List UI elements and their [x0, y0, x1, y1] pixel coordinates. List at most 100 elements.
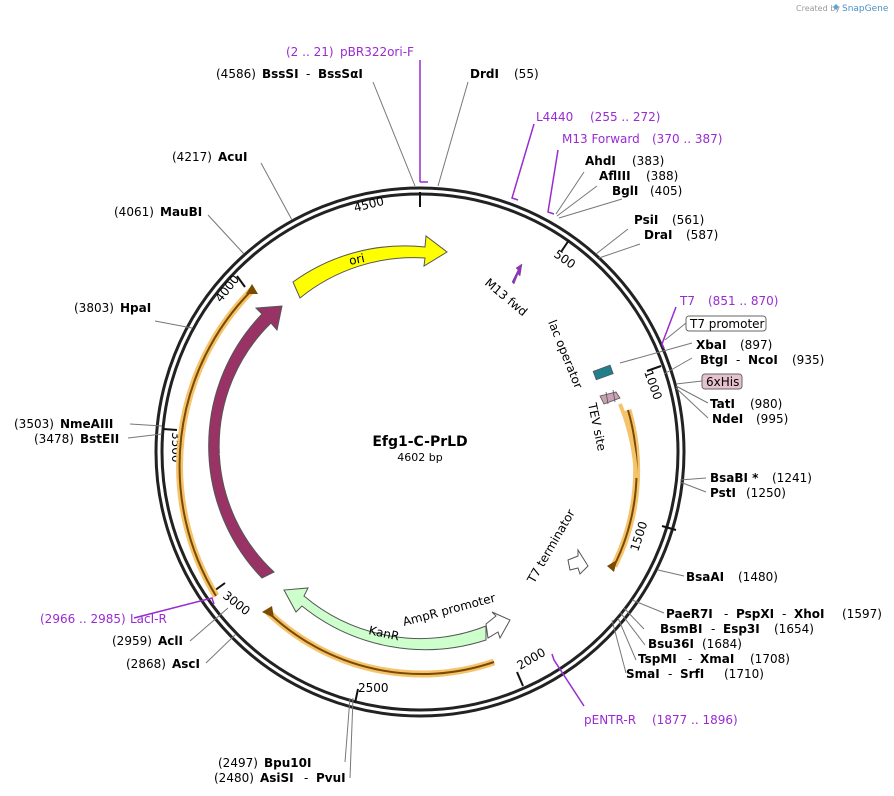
primer-pentr-r-range: (1877 .. 1896) [652, 713, 738, 727]
lac-operator-feature [592, 364, 614, 381]
site-nmeaiii-pos: (3503) [14, 417, 54, 431]
site-bpu10i-pos: (2497) [218, 756, 258, 770]
site-esp3i-pos: (1654) [774, 622, 814, 636]
ori-feature [292, 235, 448, 299]
site-xhoi-name: XhoI [794, 607, 825, 621]
site-xhoi-pos: (1597) [842, 607, 882, 621]
site-acli-name: AclI [158, 634, 183, 648]
ori-label: ori [348, 251, 366, 268]
snapgene-brand: SnapGene [842, 4, 889, 14]
credit-text: Created by [796, 4, 840, 13]
site-bsmbi-name: BsmBI [660, 622, 702, 636]
svg-text:-: - [668, 667, 672, 681]
site-drai-name: DraI [644, 228, 672, 242]
site-psii-pos: (561) [672, 213, 704, 227]
orf-arrowhead-left [246, 284, 258, 294]
site-bsssi-name: BssSI [262, 67, 299, 81]
site-paer7i-name: PaeR7I [666, 607, 713, 621]
tick-label-2000: 2000 [515, 645, 548, 672]
site-leader-lines [127, 81, 709, 779]
site-bsu36i-pos: (1684) [702, 637, 742, 651]
site-bsteii-name: BstEII [80, 432, 119, 446]
tick-label-2500: 2500 [358, 681, 389, 695]
site-smai-name: SmaI [626, 667, 660, 681]
tev-site-label: TEV site [585, 401, 609, 452]
site-bsssi-pos: (4586) [216, 67, 256, 81]
site-srfi-name: SrfI [680, 667, 704, 681]
site-pspxi-name: PspXI [736, 607, 774, 621]
site-asisi-pos: (2480) [214, 771, 254, 785]
site-drai-pos: (587) [686, 228, 718, 242]
primer-pbr322-range: (2 .. 21) [286, 45, 334, 59]
site-bsaai-pos: (1480) [738, 570, 778, 584]
site-hpai-name: HpaI [120, 301, 151, 315]
site-bsssai-name: BssSαI [318, 67, 363, 81]
lac-operator-label: lac operator [545, 318, 585, 391]
tick-label-3000: 3000 [220, 588, 253, 618]
site-hpai-pos: (3803) [74, 301, 114, 315]
m13-fwd-feature [511, 263, 523, 285]
primer-l4440-range: (255 .. 272) [590, 110, 660, 124]
primer-laci-r-name: LacI-R [130, 612, 167, 626]
svg-text:-: - [724, 607, 728, 621]
svg-text:-: - [736, 353, 740, 367]
primer-labels: (2 .. 21) pBR322ori-F L4440 (255 .. 272)… [40, 45, 778, 727]
primer-t7-range: (851 .. 870) [708, 294, 778, 308]
site-srfi-pos: (1710) [724, 667, 764, 681]
site-ahdi-name: AhdI [585, 154, 616, 168]
site-acui-pos: (4217) [172, 150, 212, 164]
site-esp3i-name: Esp3I [723, 622, 760, 636]
site-bgli-pos: (405) [650, 184, 682, 198]
orf-arrowhead-bottom [262, 606, 274, 618]
site-bsabi-pos: (1241) [772, 471, 812, 485]
primer-pentr-r-name: pENTR-R [584, 713, 636, 727]
svg-text:-: - [306, 67, 310, 81]
svg-text:-: - [688, 652, 692, 666]
site-asisi-name: AsiSI [260, 771, 294, 785]
laci-feature [208, 305, 283, 579]
site-afliii-pos: (388) [646, 169, 678, 183]
primer-l4440-name: L4440 [536, 110, 573, 124]
primer-t7-name: T7 [679, 294, 695, 308]
ampr-promoter-label: AmpR promoter [401, 591, 497, 629]
site-asci-name: AscI [172, 657, 200, 671]
site-xmai-pos: (1708) [750, 652, 790, 666]
primer-m13forward-range: (370 .. 387) [652, 132, 722, 146]
backbone-outer-strand [154, 186, 686, 718]
site-bsabi-name: BsaBI * [710, 471, 759, 485]
site-acui-name: AcuI [218, 150, 247, 164]
tick-marks [162, 192, 677, 704]
site-tspmi-name: TspMI [638, 652, 677, 666]
site-pvui-name: PvuI [316, 771, 346, 785]
svg-text:-: - [304, 771, 308, 785]
site-ncoi-pos: (935) [792, 353, 824, 367]
site-ahdi-pos: (383) [632, 154, 664, 168]
site-ndei-pos: (995) [756, 412, 788, 426]
laci-label: lacI [218, 435, 232, 456]
orf-arrowhead-right [607, 560, 617, 572]
site-ncoi-name: NcoI [748, 353, 778, 367]
tick-label-500: 500 [551, 247, 578, 272]
site-bpu10i-name: Bpu10I [264, 756, 311, 770]
site-xmai-name: XmaI [700, 652, 734, 666]
m13-fwd-label: M13 fwd [482, 276, 530, 319]
site-xbai-pos: (897) [740, 338, 772, 352]
kanr-feature [283, 587, 487, 651]
site-ndei-name: NdeI [712, 412, 743, 426]
site-psti-name: PstI [710, 486, 736, 500]
site-acli-pos: (2959) [112, 634, 152, 648]
site-afliii-name: AflIII [599, 169, 631, 183]
primer-m13forward-name: M13 Forward [562, 132, 640, 146]
site-btgi-name: BtgI [700, 353, 728, 367]
primer-markers [133, 60, 677, 707]
site-bsu36i-name: Bsu36I [648, 637, 694, 651]
site-bsteii-pos: (3478) [34, 432, 74, 446]
site-asci-pos: (2868) [126, 657, 166, 671]
snapgene-logo-icon [833, 4, 839, 10]
site-maubi-pos: (4061) [114, 205, 154, 219]
orf-arcs [176, 287, 641, 678]
site-maubi-name: MauBI [160, 205, 202, 219]
tev-site-feature [599, 391, 621, 405]
site-labels: (4586) BssSI - BssSαI DrdI (55) (4217) A… [14, 67, 882, 785]
